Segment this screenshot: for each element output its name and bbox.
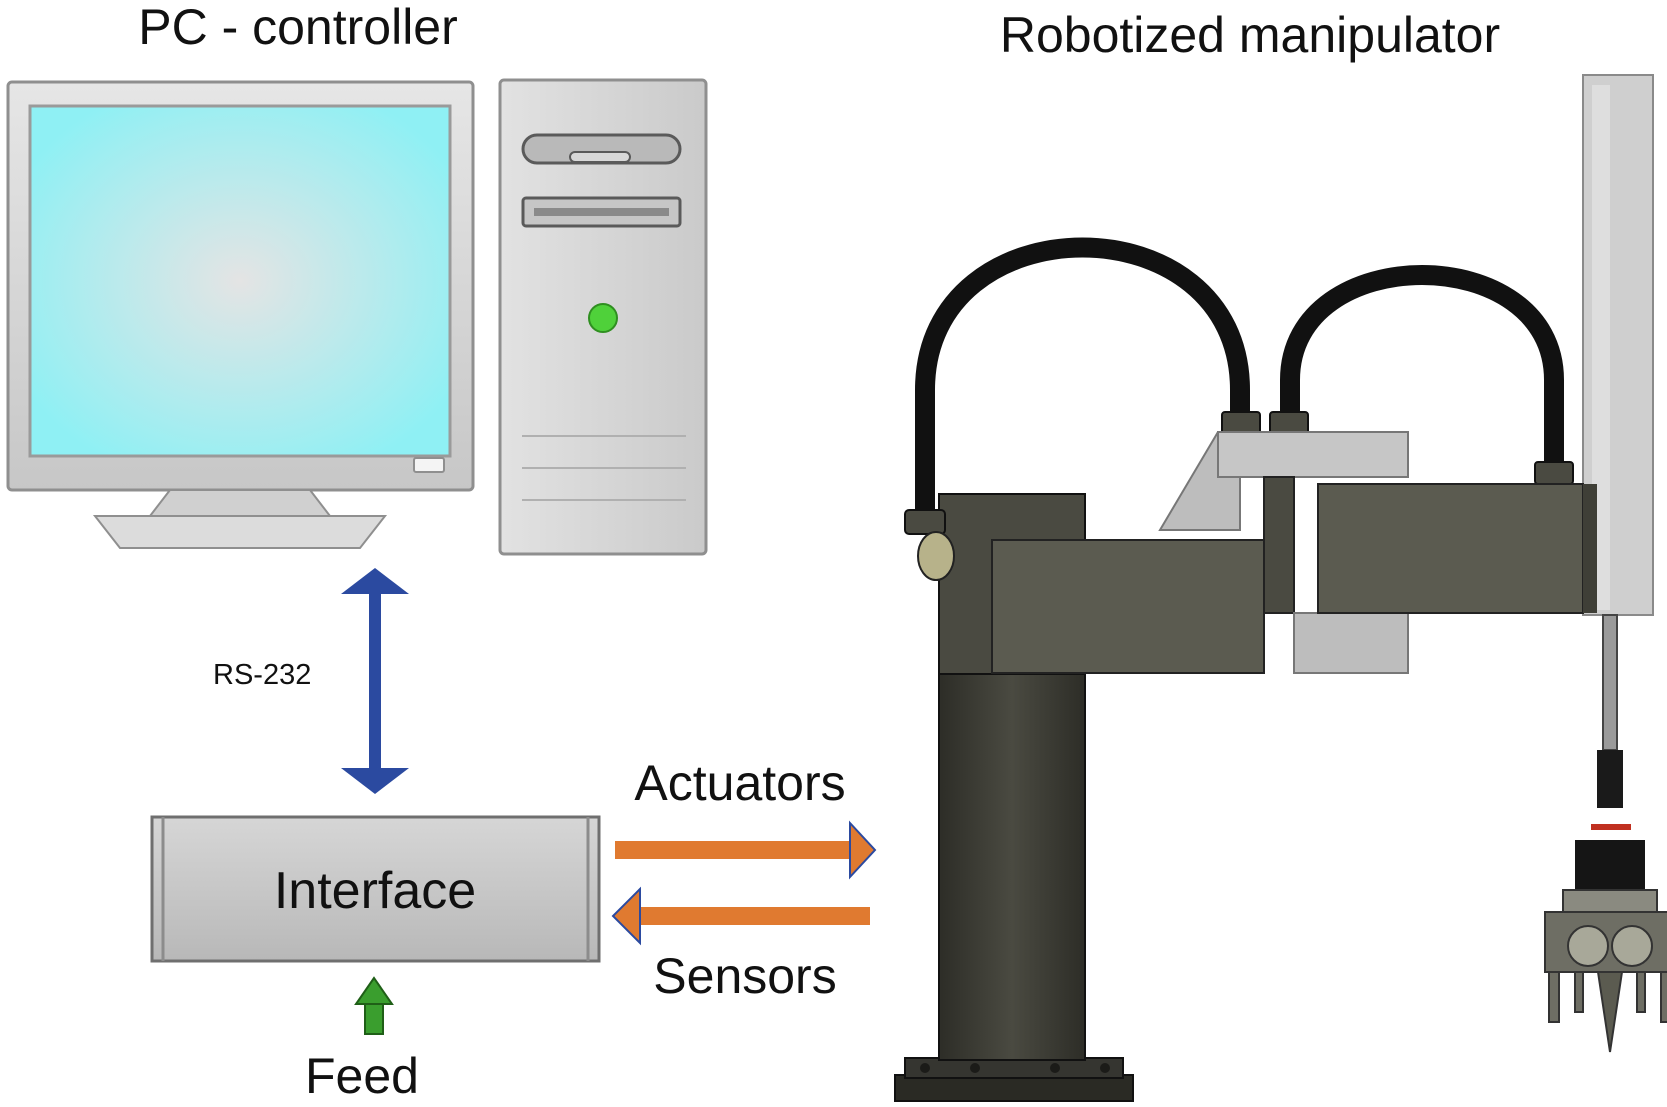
sensors-label: Sensors xyxy=(653,948,836,1004)
feed-arrow xyxy=(354,976,394,1035)
robot-title: Robotized manipulator xyxy=(1000,7,1500,63)
interface-box xyxy=(150,815,601,963)
actuators-label: Actuators xyxy=(634,755,845,811)
pc-title: PC - controller xyxy=(138,0,458,55)
sensors-arrow xyxy=(611,886,870,946)
interface-label: Interface xyxy=(274,862,476,920)
actuators-arrow xyxy=(615,820,877,880)
power-led-icon xyxy=(588,303,618,333)
robot-cables xyxy=(904,237,1574,581)
gripper-icon xyxy=(1544,614,1667,1053)
link-label: RS-232 xyxy=(213,659,311,691)
feed-label: Feed xyxy=(305,1048,419,1104)
rs232-arrow xyxy=(341,568,409,794)
robot-arm-icon xyxy=(991,431,1597,674)
monitor-icon xyxy=(6,80,475,549)
